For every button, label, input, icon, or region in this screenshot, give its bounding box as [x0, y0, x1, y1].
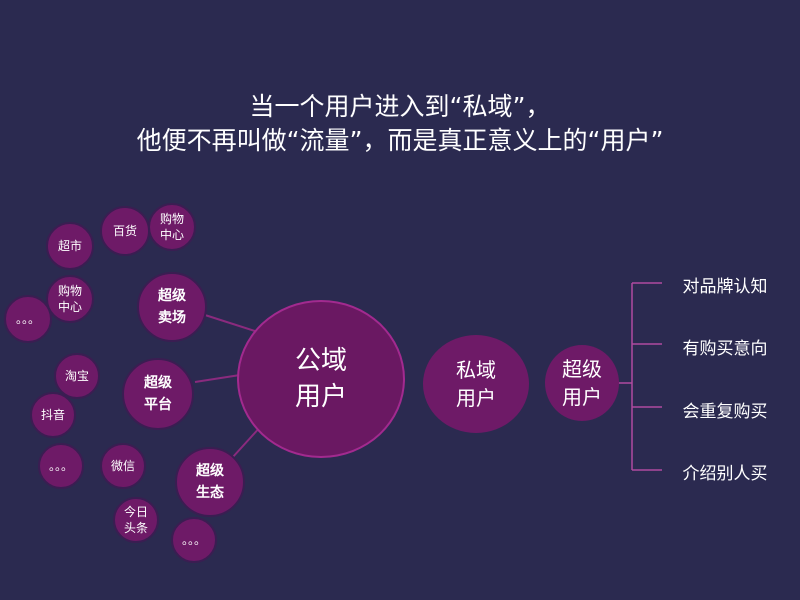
node-gongyu-yonghu: 公域 用户: [237, 300, 405, 458]
outcome-brand-awareness: 对品牌认知: [682, 277, 768, 297]
outcome-referral: 介绍别人买: [682, 464, 768, 484]
node-gouwu-left: 购物 中心: [46, 275, 94, 323]
node-gouwu-top: 购物 中心: [148, 203, 196, 251]
outcome-purchase-intent: 有购买意向: [682, 339, 768, 359]
node-douyin: 抖音: [30, 392, 76, 438]
line-maichang-gongyu: [204, 314, 259, 333]
node-chaoji-pingtai: 超级 平台: [122, 358, 194, 430]
title-line-1: 当一个用户进入到“私域”，: [249, 92, 551, 121]
node-dots-left: 。。。: [4, 295, 52, 343]
title-line-2: 他便不再叫做“流量”，而是真正意义上的“用户”: [136, 126, 664, 155]
node-dots-mid: 。。。: [38, 443, 84, 489]
node-baihuo: 百货: [100, 206, 150, 256]
line-pingtai-gongyu: [194, 374, 241, 383]
node-chaoji-maichang: 超级 卖场: [137, 272, 207, 342]
node-chaoji-shengtai: 超级 生态: [175, 447, 245, 517]
node-chaoshi: 超市: [46, 222, 94, 270]
page-title: 当一个用户进入到“私域”， 他便不再叫做“流量”，而是真正意义上的“用户”: [0, 90, 800, 158]
node-siyu-yonghu: 私域 用户: [423, 335, 529, 433]
outcome-repeat-purchase: 会重复购买: [682, 402, 768, 422]
node-jinri-toutiao: 今日 头条: [113, 497, 159, 543]
node-weixin: 微信: [100, 443, 146, 489]
node-taobao: 淘宝: [54, 353, 100, 399]
node-chaoji-yonghu: 超级 用户: [545, 345, 619, 421]
node-dots-bottom: 。。。: [171, 517, 217, 563]
